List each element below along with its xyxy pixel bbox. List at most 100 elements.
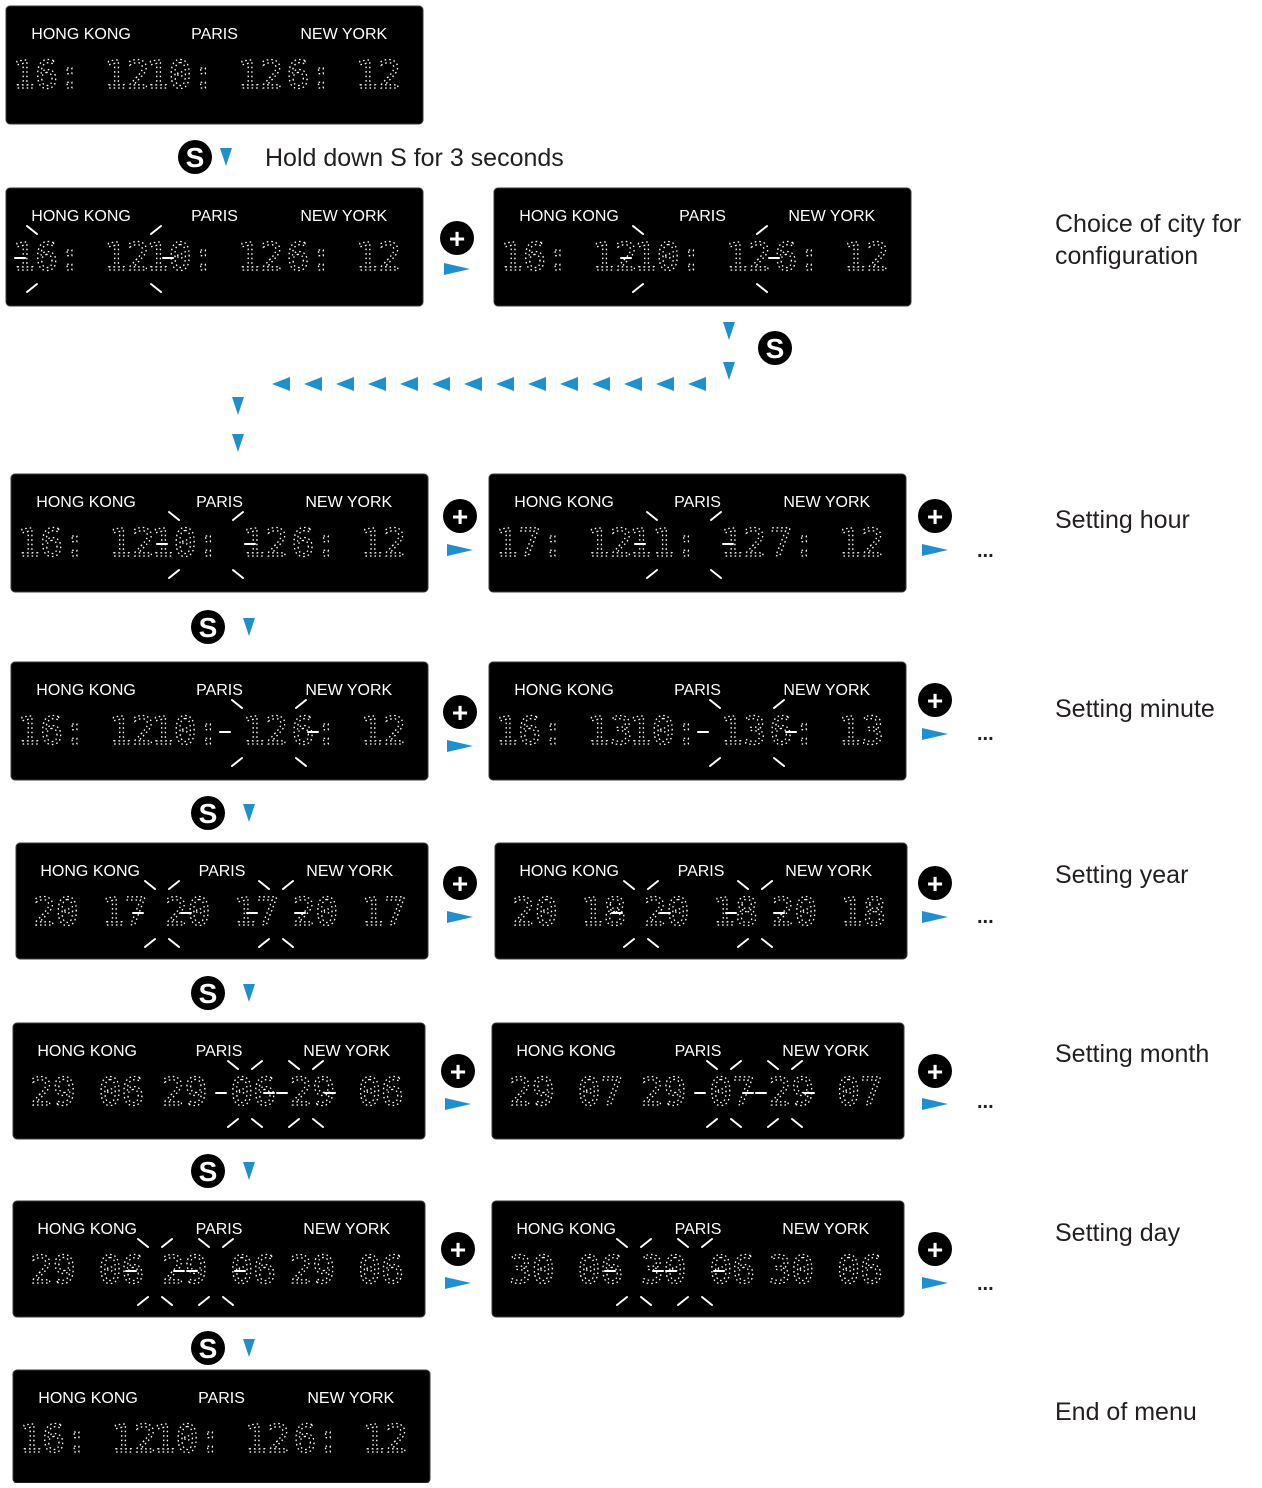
blink-ray bbox=[730, 1118, 742, 1128]
left-arrow-icon bbox=[688, 377, 706, 391]
caption-day: Setting day bbox=[1055, 1219, 1181, 1247]
down-arrow-icon bbox=[232, 434, 244, 452]
s-button-circle bbox=[191, 610, 225, 644]
clock-value: 30 06 bbox=[509, 1248, 623, 1292]
clock-city-label: HONG KONG bbox=[40, 863, 140, 880]
blink-ray bbox=[161, 1238, 173, 1248]
clock-city-label: NEW YORK bbox=[307, 1390, 394, 1407]
blink-ray bbox=[150, 283, 162, 293]
instruction-text: Hold down S for 3 seconds bbox=[265, 144, 564, 172]
clock-city-label: HONG KONG bbox=[36, 494, 136, 511]
clock-value: 10: 12 bbox=[153, 1417, 290, 1461]
s-button-circle bbox=[178, 140, 212, 174]
clock-panel bbox=[488, 473, 907, 593]
blink-ray bbox=[706, 1118, 718, 1128]
plus-button-label: + bbox=[927, 868, 943, 899]
blink-ray bbox=[26, 283, 38, 293]
blink-ray bbox=[251, 1060, 263, 1070]
blink-ray bbox=[312, 1060, 324, 1070]
clock-value: 10: 12 bbox=[151, 709, 288, 753]
clock-city-label: HONG KONG bbox=[37, 1221, 137, 1238]
s-button: S bbox=[758, 331, 792, 365]
plus-button: + bbox=[443, 866, 477, 900]
clock-panel bbox=[493, 187, 912, 307]
clock-value: 17: 12 bbox=[495, 521, 632, 565]
blink-ray bbox=[288, 1060, 300, 1070]
blink-ray bbox=[168, 511, 180, 521]
down-arrow-icon bbox=[243, 1339, 255, 1357]
blink-ray bbox=[144, 938, 156, 948]
clock-city-label: HONG KONG bbox=[38, 1390, 138, 1407]
plus-button-label: + bbox=[927, 1234, 943, 1265]
clock-city-label: NEW YORK bbox=[303, 1043, 390, 1060]
right-arrow-icon bbox=[922, 728, 948, 740]
plus-button: + bbox=[440, 221, 474, 255]
blink-ray bbox=[312, 1118, 324, 1128]
blink-ray bbox=[168, 880, 180, 890]
clock-city-label: NEW YORK bbox=[305, 494, 392, 511]
blink-ray bbox=[756, 283, 768, 293]
clock-city-label: PARIS bbox=[199, 863, 246, 880]
s-button: S bbox=[178, 140, 212, 174]
s-button-circle bbox=[191, 976, 225, 1010]
clock-panel bbox=[5, 187, 424, 307]
blink-ray bbox=[222, 1296, 234, 1306]
down-arrow-icon bbox=[232, 397, 244, 415]
blink-ray bbox=[709, 699, 721, 709]
clock-city-label: NEW YORK bbox=[305, 682, 392, 699]
blink-ray bbox=[646, 511, 658, 521]
s-button-label: S bbox=[766, 333, 785, 364]
clock-value: 29 07 bbox=[509, 1070, 623, 1114]
clock-value: 29 06 bbox=[30, 1248, 144, 1292]
blink-ray bbox=[701, 1238, 713, 1248]
blink-ray bbox=[791, 1118, 803, 1128]
down-arrow-icon bbox=[243, 984, 255, 1002]
blink-ray bbox=[623, 938, 635, 948]
blink-ray bbox=[767, 1060, 779, 1070]
s-button-circle bbox=[758, 331, 792, 365]
clock-city-label: PARIS bbox=[674, 682, 721, 699]
blink-ray bbox=[632, 225, 644, 235]
clock-panel bbox=[10, 661, 429, 781]
blink-ray bbox=[616, 1238, 628, 1248]
left-arrow-icon bbox=[656, 377, 674, 391]
ellipsis: ... bbox=[977, 1273, 994, 1295]
blink-ray bbox=[231, 757, 243, 767]
clock-panel bbox=[491, 1022, 905, 1140]
clock-city-label: HONG KONG bbox=[519, 863, 619, 880]
clock-city-label: NEW YORK bbox=[306, 863, 393, 880]
s-button-label: S bbox=[199, 1156, 218, 1187]
blink-ray bbox=[222, 1238, 234, 1248]
blink-ray bbox=[251, 1118, 263, 1128]
clock-city-label: NEW YORK bbox=[303, 1221, 390, 1238]
caption-city: Choice of city for configuration bbox=[1055, 210, 1242, 270]
plus-button-circle bbox=[443, 499, 477, 533]
blink-ray bbox=[198, 1238, 210, 1248]
blink-ray bbox=[730, 1060, 742, 1070]
blink-ray bbox=[773, 699, 785, 709]
clock-city-label: HONG KONG bbox=[514, 494, 614, 511]
plus-button-label: + bbox=[450, 1056, 466, 1087]
caption-year: Setting year bbox=[1055, 861, 1189, 889]
blink-ray bbox=[737, 880, 749, 890]
right-arrow-icon bbox=[922, 544, 948, 556]
clock-panel bbox=[488, 661, 907, 781]
clock-value: 29 07 bbox=[769, 1070, 883, 1114]
plus-button: + bbox=[918, 499, 952, 533]
blink-ray bbox=[282, 880, 294, 890]
right-arrow-icon bbox=[444, 263, 470, 275]
plus-button-circle bbox=[441, 1054, 475, 1088]
blink-ray bbox=[150, 225, 162, 235]
right-arrow-icon bbox=[447, 740, 473, 752]
clock-value: 16: 13 bbox=[495, 709, 632, 753]
clock-value: 6: 12 bbox=[287, 235, 401, 279]
left-arrow-icon bbox=[368, 377, 386, 391]
plus-button-circle bbox=[918, 866, 952, 900]
clock-panel bbox=[491, 1200, 905, 1318]
clock-panel bbox=[15, 842, 429, 960]
blink-ray bbox=[232, 511, 244, 521]
clock-city-label: PARIS bbox=[675, 1221, 722, 1238]
down-arrow-icon bbox=[243, 618, 255, 636]
